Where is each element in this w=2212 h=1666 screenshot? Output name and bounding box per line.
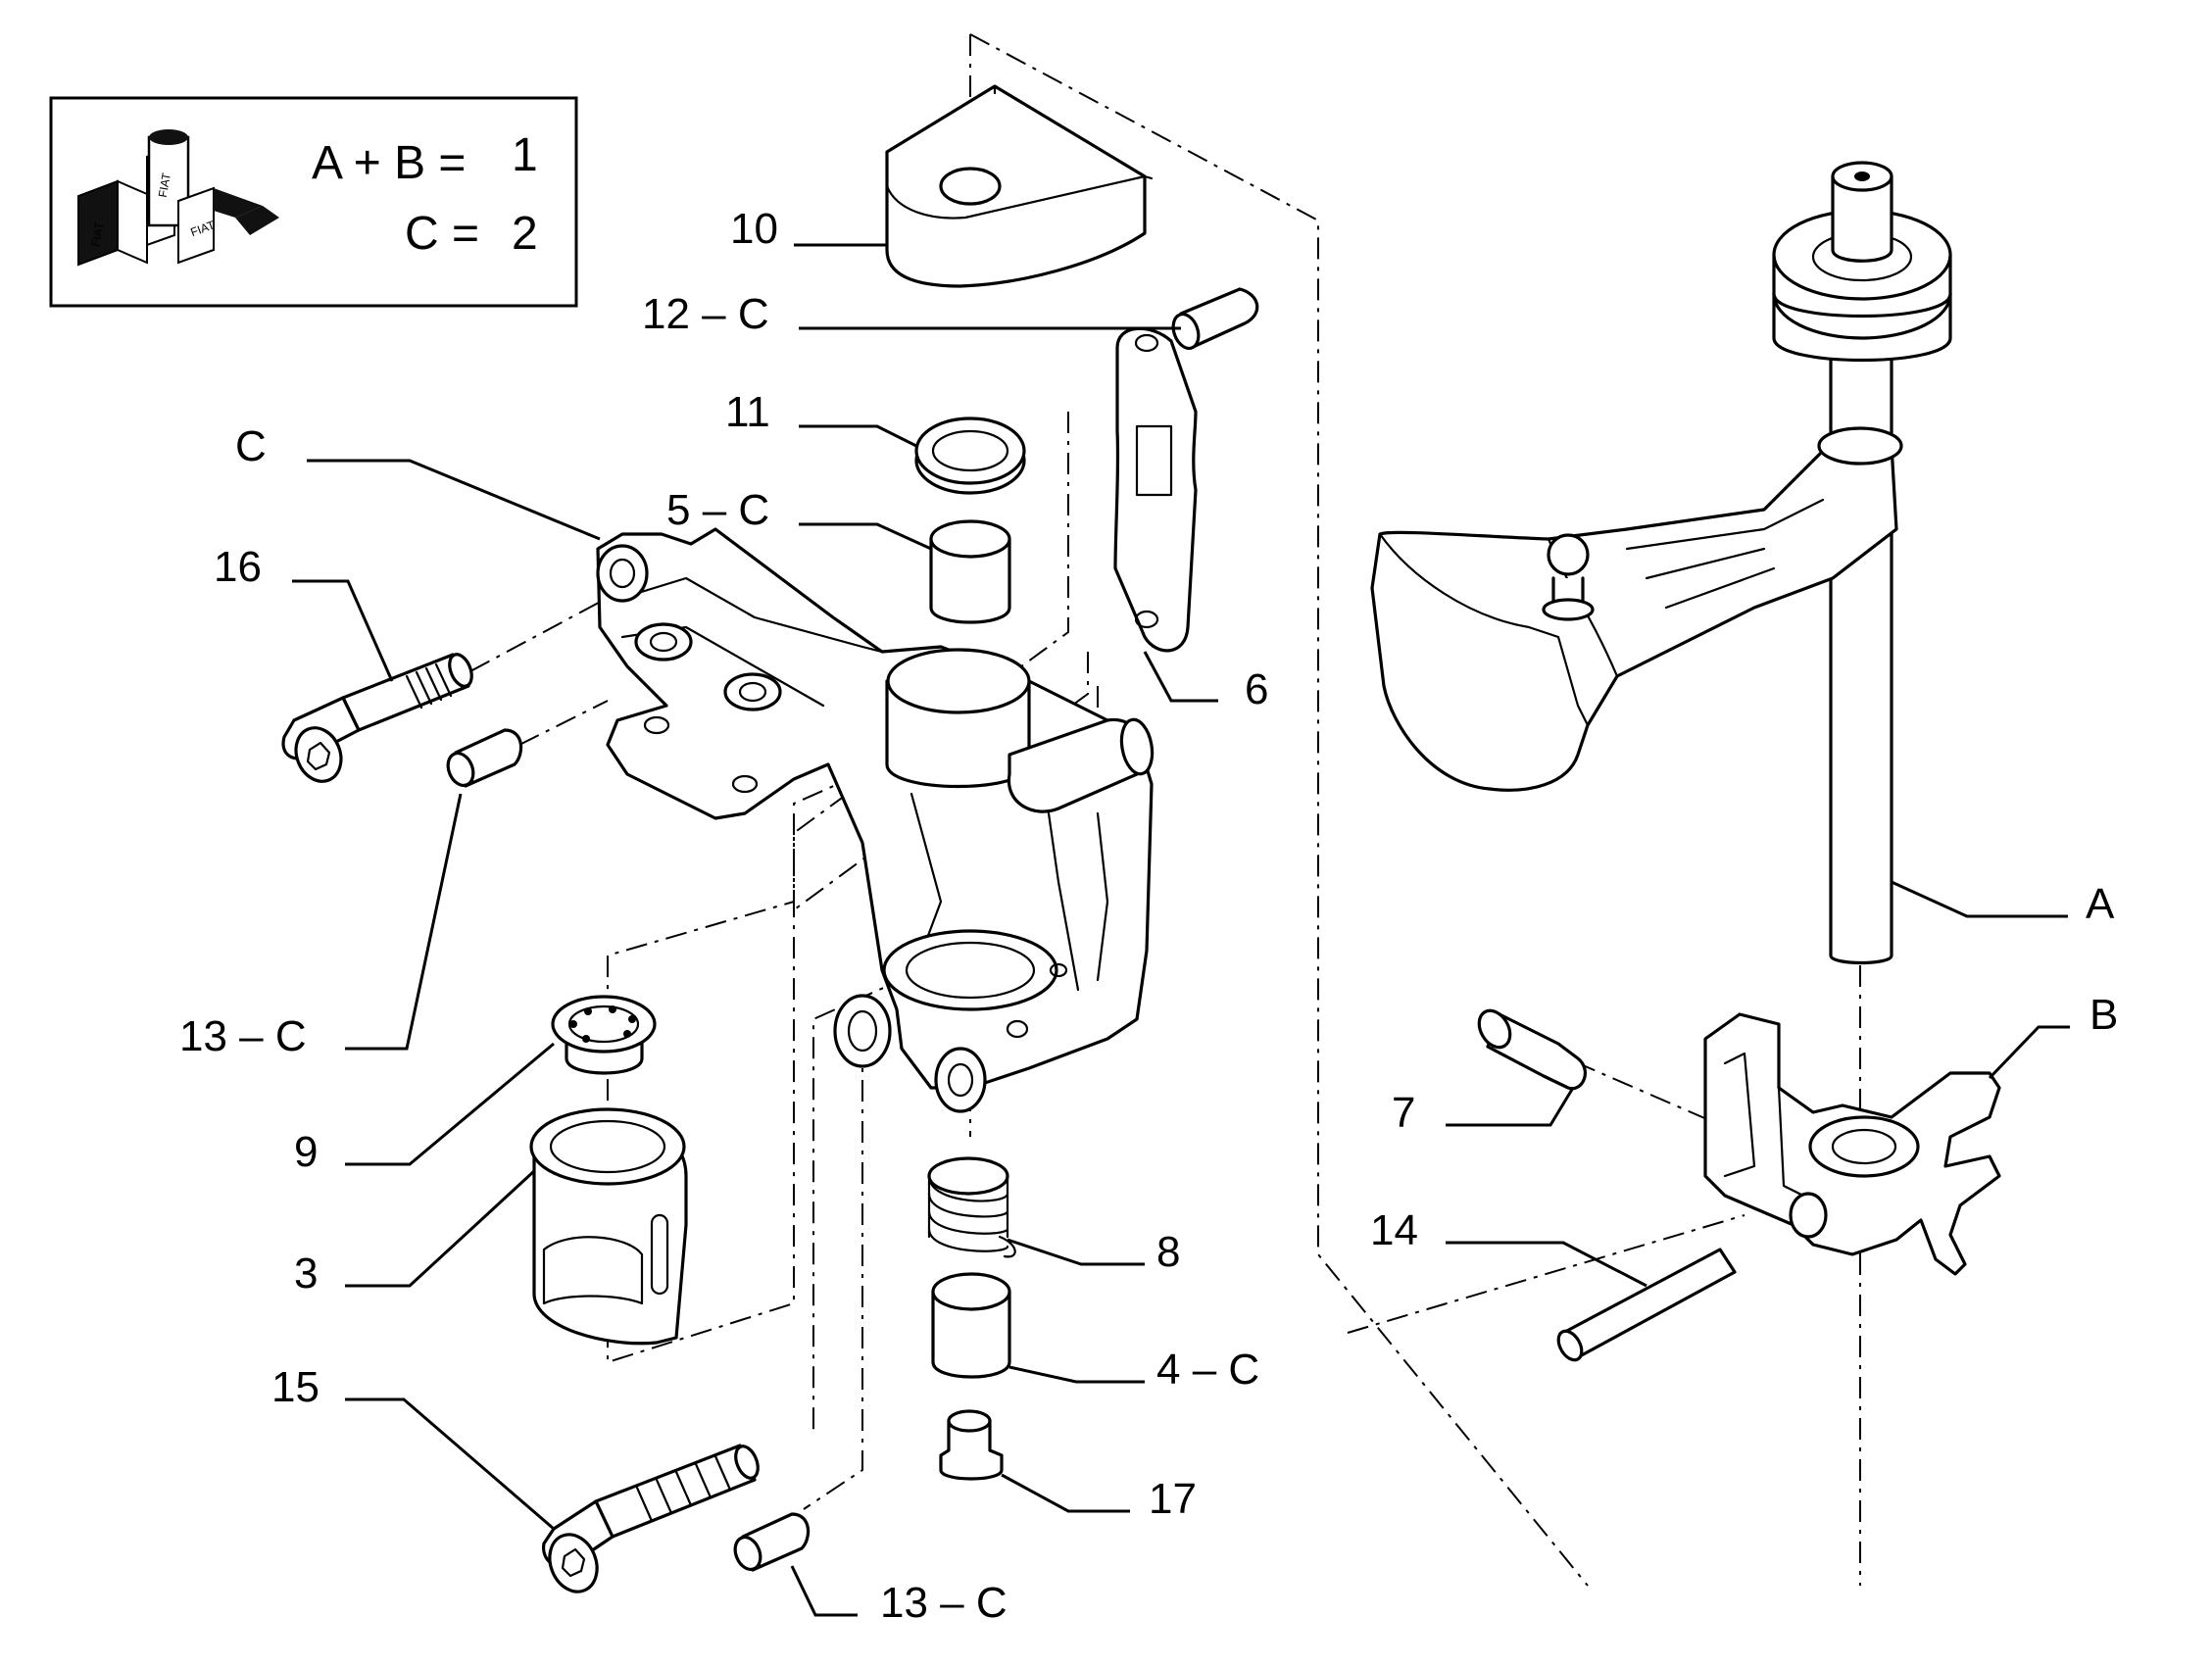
- part-5-bushing: [929, 519, 1011, 624]
- logo-text: FIAT: [88, 220, 106, 248]
- fiat-parts-box-logo: FIAT FIAT FIAT: [77, 129, 279, 267]
- callout-c: C: [235, 422, 267, 470]
- legend-line2-value: 2: [512, 208, 538, 260]
- part-15-bolt: [542, 1444, 760, 1593]
- callout-15: 15: [271, 1363, 320, 1411]
- callout-labels: 10 12 – C 11 5 – C C 16 6 A B 7 14 13 – …: [179, 205, 2118, 1627]
- part-b-selector: [1703, 1012, 2001, 1276]
- callout-13-c-bottom: 13 – C: [880, 1579, 1008, 1627]
- callout-4-c: 4 – C: [1156, 1346, 1259, 1394]
- part-11-ring: [914, 416, 1026, 495]
- legend-line1-label: A + B =: [312, 137, 466, 189]
- legend-line1-value: 1: [512, 129, 538, 181]
- part-13-bottom-pin: [733, 1512, 811, 1572]
- part-9-plug: [551, 995, 657, 1075]
- callout-14: 14: [1370, 1206, 1418, 1254]
- callout-3: 3: [294, 1250, 318, 1298]
- callout-9: 9: [294, 1128, 318, 1176]
- part-6-gasket: [1113, 326, 1198, 653]
- part-a-shaft-lever: [1370, 161, 1952, 965]
- callout-8: 8: [1156, 1228, 1180, 1276]
- callout-7: 7: [1392, 1089, 1415, 1137]
- logo-text-2: FIAT: [156, 172, 173, 199]
- callout-a: A: [2086, 880, 2115, 928]
- callout-11: 11: [725, 388, 770, 436]
- part-14-roll-pin: [1556, 1248, 1737, 1362]
- callout-17: 17: [1149, 1475, 1197, 1523]
- callout-b: B: [2089, 991, 2118, 1039]
- part-main-housing: [596, 527, 1155, 1113]
- part-17-plug-screw: [939, 1409, 1004, 1481]
- part-4-piston: [931, 1272, 1011, 1379]
- callout-5-c: 5 – C: [666, 486, 769, 534]
- part-16-bolt: [281, 653, 473, 783]
- part-8-spring: [927, 1156, 1016, 1258]
- callout-16: 16: [214, 543, 262, 591]
- leader-lines: [292, 243, 2070, 1617]
- callout-10: 10: [730, 205, 778, 253]
- callout-13-c-top: 13 – C: [179, 1012, 307, 1060]
- part-7-plunger: [1477, 1008, 1587, 1091]
- part-13-top-pin: [446, 728, 523, 788]
- legend-line2-label: C =: [405, 208, 479, 260]
- legend-box: FIAT FIAT FIAT A + B = 1 C = 2: [49, 96, 578, 308]
- part-10-cover: [885, 84, 1154, 288]
- callout-6: 6: [1245, 665, 1268, 713]
- part-12-pin: [1171, 287, 1259, 351]
- callout-12-c: 12 – C: [642, 290, 769, 338]
- part-3-sleeve: [529, 1107, 688, 1346]
